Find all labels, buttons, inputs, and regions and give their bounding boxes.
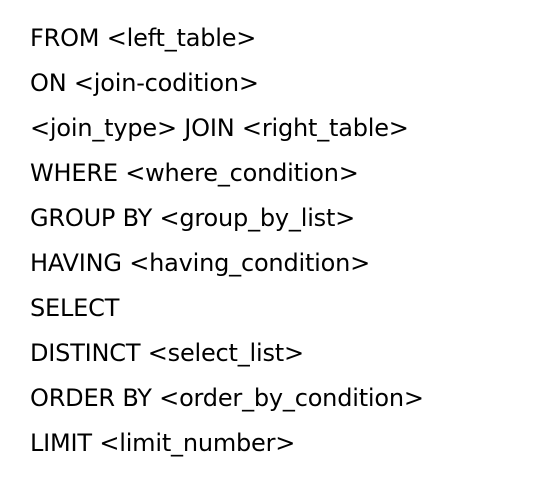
- select-clause-line: SELECT: [30, 294, 120, 322]
- limit-clause-line: LIMIT <limit_number>: [30, 429, 296, 457]
- where-clause-line: WHERE <where_condition>: [30, 159, 359, 187]
- sql-execution-order-list: FROM <left_table> ON <join-codition> <jo…: [30, 16, 424, 466]
- on-clause-line: ON <join-codition>: [30, 69, 259, 97]
- order-by-clause-line: ORDER BY <order_by_condition>: [30, 384, 424, 412]
- from-clause-line: FROM <left_table>: [30, 24, 257, 52]
- group-by-clause-line: GROUP BY <group_by_list>: [30, 204, 356, 232]
- join-clause-line: <join_type> JOIN <right_table>: [30, 114, 409, 142]
- distinct-clause-line: DISTINCT <select_list>: [30, 339, 304, 367]
- having-clause-line: HAVING <having_condition>: [30, 249, 371, 277]
